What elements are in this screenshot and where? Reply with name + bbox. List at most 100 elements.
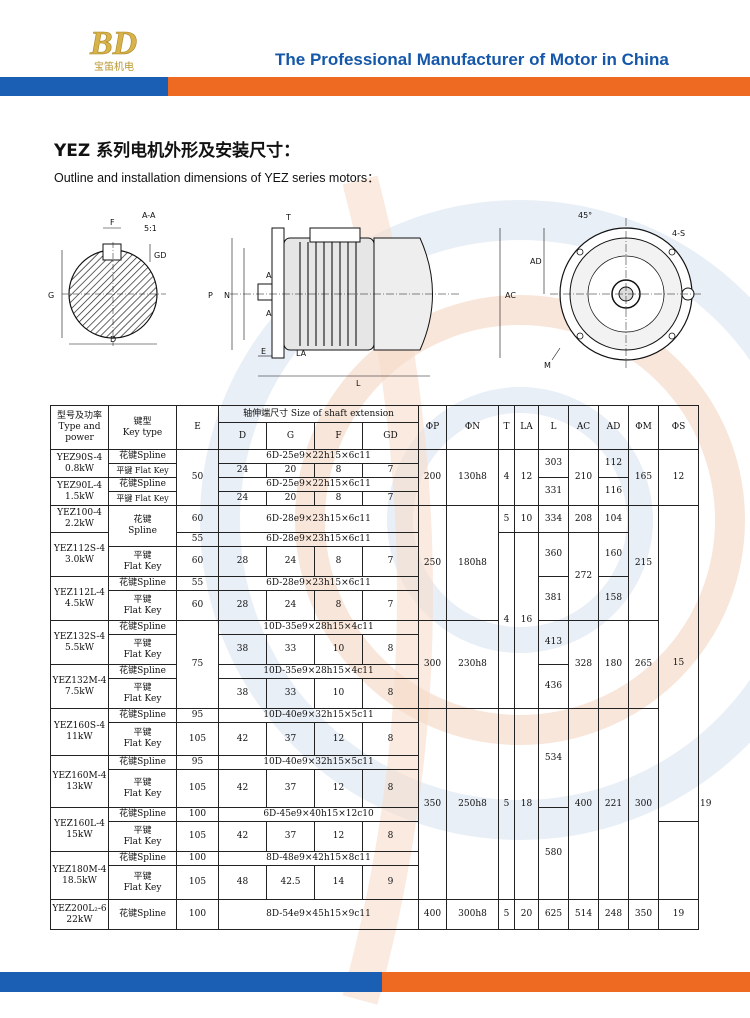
spline-cell: 6D-25e9×22h15×6c11	[217, 477, 420, 492]
model-cell: YEZ112L-4 4.5kW	[50, 576, 109, 621]
label-a-top: A	[266, 271, 272, 280]
label-p: P	[208, 291, 213, 300]
table-row: 平键 Flat Key 60 28 24 8 7	[51, 546, 699, 577]
header-phi-p: ΦP	[418, 405, 448, 450]
model-cell: YEZ200L₂-6 22kW	[50, 899, 109, 930]
table-row: YEZ90L-4 1.5kW 花键Spline 6D-25e9×22h15×6c…	[50, 477, 699, 506]
header-g: G	[266, 422, 315, 450]
page-subtitle: Outline and installation dimensions of Y…	[54, 171, 380, 185]
page-header: BD 宝笛机电 The Professional Manufacturer of…	[0, 0, 750, 100]
spline-cell: 6D-28e9×23h15×6c11	[217, 505, 420, 533]
label-scale: 5:1	[144, 224, 157, 233]
table-row: YEZ112S-4 3.0kW 55 6D-28e9×23h15×6c11 4 …	[50, 532, 699, 709]
label-f: F	[110, 218, 115, 227]
table-row: 平键 Flat Key 38 33 10 8	[51, 678, 699, 709]
footer-bar-orange	[382, 972, 750, 992]
spline-cell: 6D-45e9×40h15×12c10	[217, 807, 420, 822]
label-d: D	[110, 335, 116, 344]
label-l: L	[356, 379, 361, 388]
header-type: 型号及功率 Type and power	[50, 405, 109, 450]
table-row: YEZ132S-4 5.5kW 花键Spline 75 10D-35e9×28h…	[50, 620, 699, 709]
header-phi-m: ΦM	[628, 405, 660, 450]
key-cell: 花键Spline	[108, 755, 177, 770]
label-la: LA	[296, 349, 307, 358]
header-d: D	[218, 422, 267, 450]
model-cell: YEZ90S-4 0.8kW	[50, 449, 109, 478]
key-cell: 平键 Flat Key	[108, 590, 177, 621]
key-cell: 花键Spline	[108, 449, 177, 464]
table-row: YEZ200L₂-6 22kW 花键Spline 100 8D-54e9×45h…	[50, 899, 700, 930]
label-ad: AD	[530, 257, 542, 266]
motor-side-view-drawing: T P N A A E LA L AC	[208, 213, 516, 388]
table-row: YEZ112L-4 4.5kW 花键Spline 55 6D-28e9×23h1…	[50, 576, 699, 621]
header-t: T	[498, 405, 516, 450]
key-cell: 平键 Flat Key	[108, 463, 177, 478]
spline-cell: 6D-28e9×23h15×6c11	[217, 576, 420, 591]
key-cell: 花键Spline	[108, 708, 177, 723]
table-row: 平键 Flat Key 60 28 24 8 7	[51, 590, 699, 621]
shaft-section-drawing: F A-A 5:1 GD G D	[48, 211, 166, 346]
model-cell: YEZ160L-4 15kW	[50, 807, 109, 852]
company-slogan: The Professional Manufacturer of Motor i…	[275, 50, 669, 69]
table-row: 平键 Flat Key 105 48 42.5 14 9	[51, 865, 699, 900]
label-e: E	[261, 347, 266, 356]
table-row: 平键 Flat Key 24 20 8 7	[51, 491, 699, 506]
model-cell: YEZ160M-4 13kW	[50, 755, 109, 808]
model-cell: YEZ132M-4 7.5kW	[50, 664, 109, 709]
key-cell: 花键Spline	[108, 807, 177, 822]
model-cell: YEZ160S-4 11kW	[50, 708, 109, 756]
header-bar-orange	[168, 77, 750, 96]
spline-cell: 10D-40e9×32h15×5c11	[217, 755, 420, 770]
page-title: YEZ 系列电机外形及安装尺寸：	[54, 141, 301, 161]
header-shaft: 轴伸端尺寸 Size of shaft extension	[217, 405, 420, 423]
company-logo: BD 宝笛机电	[89, 25, 138, 73]
key-cell: 花键Spline	[108, 664, 177, 679]
header-phi-s: ΦS	[658, 405, 700, 450]
key-cell: 花键Spline	[108, 477, 177, 492]
table-row: YEZ160M-4 13kW 花键Spline 95 10D-40e9×32h1…	[50, 755, 699, 808]
label-ac: AC	[505, 291, 516, 300]
motor-outline-drawings: F A-A 5:1 GD G D T P N A A E	[48, 211, 702, 388]
key-cell: 花键Spline	[108, 899, 177, 930]
model-cell: YEZ180M-4 18.5kW	[50, 851, 109, 900]
spline-cell: 8D-54e9×45h15×9c11	[217, 899, 420, 930]
key-cell: 平键 Flat Key	[108, 546, 177, 577]
svg-text:宝笛机电: 宝笛机电	[94, 60, 134, 73]
label-m: M	[544, 361, 551, 370]
table-row: YEZ160S-4 11kW 花键Spline 95 10D-40e9×32h1…	[50, 708, 711, 900]
spline-cell: 10D-35e9×28h15×4c11	[217, 620, 420, 635]
header-ac: AC	[568, 405, 600, 450]
header-phi-n: ΦN	[446, 405, 500, 450]
key-cell: 花键 Spline	[108, 505, 177, 547]
header-e: E	[176, 405, 219, 450]
key-cell: 平键 Flat Key	[108, 678, 177, 709]
model-cell: YEZ112S-4 3.0kW	[50, 532, 109, 577]
key-cell: 花键Spline	[108, 620, 177, 635]
key-cell: 平键 Flat Key	[108, 634, 177, 665]
label-angle: 45°	[578, 211, 592, 220]
key-cell: 平键 Flat Key	[108, 821, 177, 852]
footer-bar-blue	[0, 972, 382, 992]
spline-cell: 6D-25e9×22h15×6c11	[217, 449, 420, 464]
svg-text:BD: BD	[89, 25, 137, 62]
spline-cell: 6D-28e9×23h15×6c11	[217, 532, 420, 547]
spline-cell: 10D-40e9×32h15×5c11	[217, 708, 420, 723]
model-cell: YEZ132S-4 5.5kW	[50, 620, 109, 665]
header-f: F	[314, 422, 363, 450]
key-cell: 平键 Flat Key	[108, 722, 177, 756]
table-row: YEZ180M-4 18.5kW 花键Spline 100 8D-48e9×42…	[50, 851, 699, 900]
key-cell: 平键 Flat Key	[108, 769, 177, 808]
table-row: 平键 Flat Key 38 33 10 8	[51, 634, 699, 665]
header-l: L	[538, 405, 570, 450]
spline-cell: 8D-48e9×42h15×8c11	[217, 851, 420, 866]
header-gd: GD	[361, 422, 420, 450]
header-la: LA	[514, 405, 540, 450]
model-cell: YEZ100-4 2.2kW	[50, 505, 109, 533]
table-row: 平键 Flat Key 24 20 8 7	[51, 463, 699, 478]
model-cell: YEZ90L-4 1.5kW	[50, 477, 109, 506]
table-row: YEZ90S-4 0.8kW 花键Spline 50 6D-25e9×22h15…	[50, 449, 700, 506]
header-ad: AD	[598, 405, 630, 450]
label-gd: GD	[154, 251, 166, 260]
key-cell: 平键 Flat Key	[108, 491, 177, 506]
key-cell: 花键Spline	[108, 851, 177, 866]
